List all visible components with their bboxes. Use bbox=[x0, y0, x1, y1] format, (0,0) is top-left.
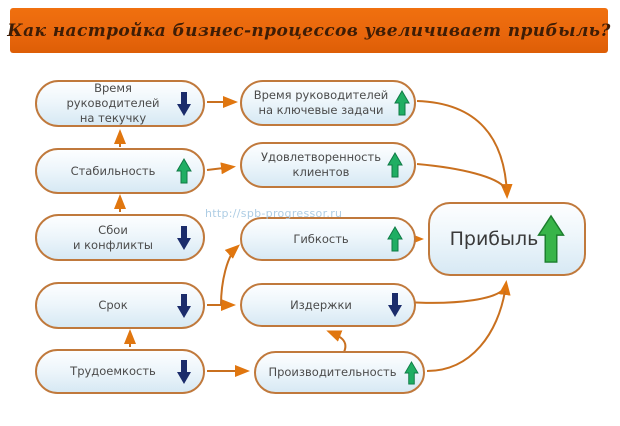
node-flexibility: Гибкость bbox=[240, 217, 416, 261]
node-label: Удовлетворенность клиентов bbox=[261, 150, 381, 179]
trend-down-icon bbox=[176, 293, 192, 319]
edge-productivity-to-profit bbox=[426, 290, 506, 372]
title-banner: Как настройка бизнес-процессов увеличива… bbox=[7, 8, 611, 53]
node-satisfaction: Удовлетворенность клиентов bbox=[240, 142, 416, 188]
trend-up-icon bbox=[176, 158, 192, 184]
node-deadline: Срок bbox=[35, 282, 205, 329]
profit-up-arrow-icon bbox=[536, 214, 566, 264]
edge-stability-to-satisfaction bbox=[206, 162, 236, 175]
node-label: Стабильность bbox=[70, 163, 156, 178]
node-label: Производительность bbox=[268, 365, 397, 380]
trend-up-icon bbox=[387, 152, 403, 178]
page-title: Как настройка бизнес-процессов увеличива… bbox=[7, 20, 611, 41]
watermark-url: http://spb-progressor.ru bbox=[205, 207, 343, 220]
node-label: Время руководителей на ключевые задачи bbox=[253, 88, 389, 117]
trend-down-icon bbox=[176, 91, 192, 117]
trend-up-icon bbox=[404, 360, 419, 385]
trend-up-icon bbox=[394, 90, 410, 116]
edge-time-key-to-profit bbox=[416, 100, 513, 199]
node-labor: Трудоемкость bbox=[35, 349, 205, 394]
trend-up-icon bbox=[387, 226, 403, 252]
node-label: Издержки bbox=[290, 297, 352, 312]
node-productivity: Производительность bbox=[254, 351, 425, 394]
trend-down-icon bbox=[176, 225, 192, 251]
edge-costs-to-profit bbox=[404, 280, 511, 304]
node-profit: Прибыль bbox=[428, 202, 586, 276]
node-label: Сбои и конфликты bbox=[72, 222, 153, 252]
node-label: Прибыль bbox=[449, 227, 539, 250]
edge-satisfaction-to-profit bbox=[416, 163, 506, 189]
node-label: Время руководителей на текучку bbox=[66, 81, 160, 125]
edge-deadline-to-flexibility bbox=[220, 244, 240, 306]
trend-down-icon bbox=[387, 292, 403, 318]
trend-down-icon bbox=[176, 359, 192, 385]
node-failures: Сбои и конфликты bbox=[35, 214, 205, 261]
node-time-key: Время руководителей на ключевые задачи bbox=[240, 80, 416, 126]
node-stability: Стабильность bbox=[35, 148, 205, 194]
node-costs: Издержки bbox=[240, 283, 416, 327]
node-time-routine: Время руководителей на текучку bbox=[35, 80, 205, 127]
node-label: Срок bbox=[98, 298, 128, 313]
node-label: Трудоемкость bbox=[70, 364, 156, 379]
node-label: Гибкость bbox=[293, 231, 349, 246]
edge-productivity-to-costs bbox=[326, 330, 347, 353]
